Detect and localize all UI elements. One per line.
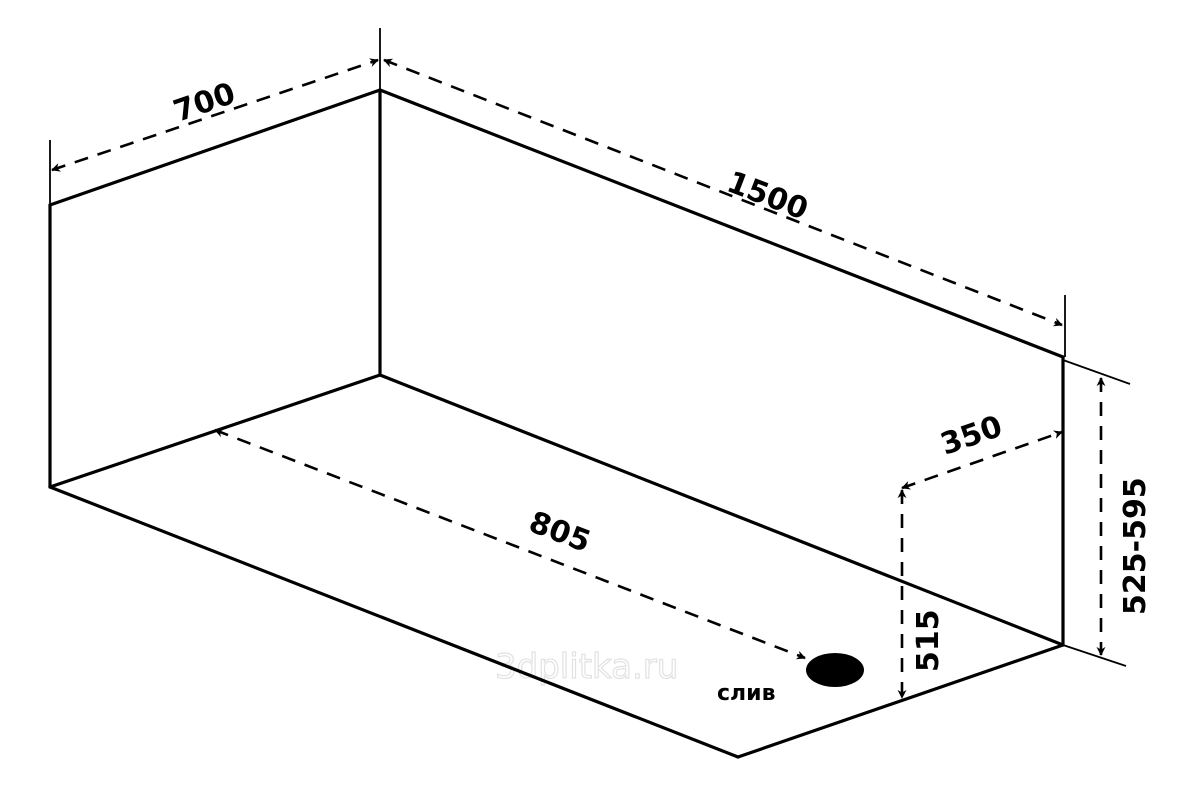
dimension-525-595: 525-595 [1096,377,1153,656]
dimension-805: 805 [214,428,806,660]
dimension-1500: 1500 [383,58,1063,327]
dimension-515: 515 [897,489,946,699]
drain-label: слив [717,681,776,706]
dimension-350: 350 [901,409,1063,490]
label-525-595: 525-595 [1118,477,1153,615]
label-805: 805 [524,505,595,560]
watermark: 3dplitka.ru [495,647,678,687]
label-515: 515 [911,609,946,672]
drain: слив [717,653,864,706]
extension-lines [49,28,1131,667]
label-1500: 1500 [722,165,812,228]
label-700: 700 [169,76,240,129]
drain-hole [806,653,864,687]
dimension-700: 700 [51,58,379,172]
